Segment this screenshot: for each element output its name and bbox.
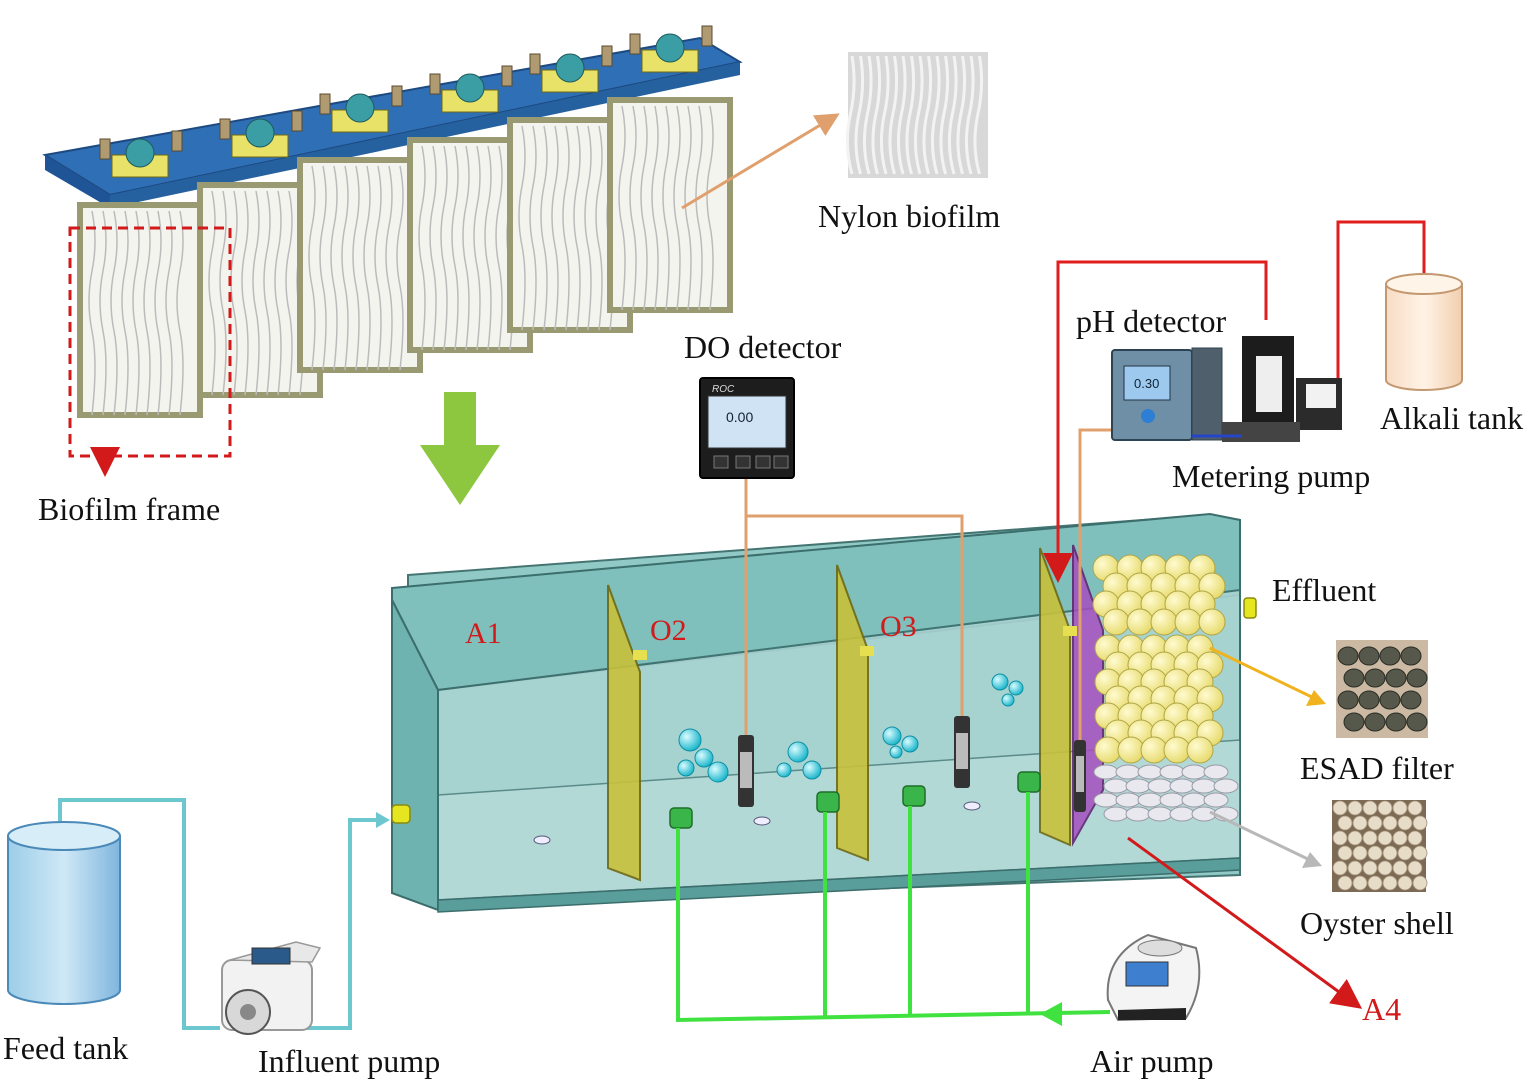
ph-probe <box>1074 740 1086 812</box>
oyster-shell-media <box>1093 764 1239 822</box>
oyster-shell-label: Oyster shell <box>1300 905 1454 941</box>
esad-filter-media <box>1092 554 1226 764</box>
esad-arrow <box>1209 646 1319 702</box>
influent-pump-label: Influent pump <box>258 1043 441 1079</box>
baffle-3 <box>1039 547 1071 847</box>
influent-pump <box>221 941 322 1035</box>
oyster-arrow <box>1209 810 1315 864</box>
do-reading: 0.00 <box>726 409 753 425</box>
a4-line <box>1127 836 1363 1009</box>
feed-tank <box>7 821 121 1005</box>
metering-pump <box>1192 336 1342 442</box>
ph-detector-label: pH detector <box>1076 303 1227 339</box>
alkali-tank <box>1385 273 1463 391</box>
air-pump <box>1106 933 1201 1022</box>
do-probes <box>738 716 970 807</box>
do-detector-label: DO detector <box>684 329 842 365</box>
air-main-line <box>676 828 1111 1023</box>
process-flow-arrow <box>420 392 500 505</box>
frame-unit <box>77 130 203 418</box>
frame-unit <box>297 85 423 373</box>
air-pump-label: Air pump <box>1090 1043 1214 1079</box>
ph-detector: 0.30 <box>1111 347 1223 441</box>
nylon-arrow <box>681 113 840 210</box>
baffle-1 <box>607 584 641 882</box>
air-diffusers <box>669 771 1041 829</box>
ph-signal-line <box>1078 428 1112 740</box>
effluent-port <box>1243 597 1257 619</box>
influent-line <box>290 818 384 1030</box>
ph-reading: 0.30 <box>1134 376 1159 391</box>
frame-unit <box>607 25 733 313</box>
a4-label: A4 <box>1362 991 1402 1027</box>
esad-filter-photo <box>1336 640 1428 738</box>
feed-tank-label: Feed tank <box>3 1030 129 1066</box>
biofilm-frame-highlight <box>68 226 232 458</box>
zone-a1-label: A1 <box>465 617 502 650</box>
inlet-port <box>391 804 411 824</box>
metering-pump-label: Metering pump <box>1172 458 1371 494</box>
effluent-label: Effluent <box>1272 572 1377 608</box>
alkali-dosing-line <box>1043 260 1268 583</box>
aeration-bubbles <box>677 673 1024 783</box>
oyster-shell-photo <box>1332 800 1428 892</box>
zone-o2-label: O2 <box>650 614 687 647</box>
baffle-2 <box>836 564 869 862</box>
esad-filter-label: ESAD filter <box>1300 750 1454 786</box>
zone-o3-label: O3 <box>880 610 917 643</box>
biofilm-frame-label: Biofilm frame <box>38 491 221 527</box>
do-brand: ROC <box>712 384 735 395</box>
do-detector: ROC 0.00 <box>699 377 795 479</box>
biofilm-assembly <box>42 25 743 418</box>
nylon-biofilm-label: Nylon biofilm <box>818 198 1001 234</box>
frame-units <box>77 25 733 418</box>
alkali-tank-label: Alkali tank <box>1380 400 1524 436</box>
nylon-biofilm-photo <box>845 52 988 178</box>
